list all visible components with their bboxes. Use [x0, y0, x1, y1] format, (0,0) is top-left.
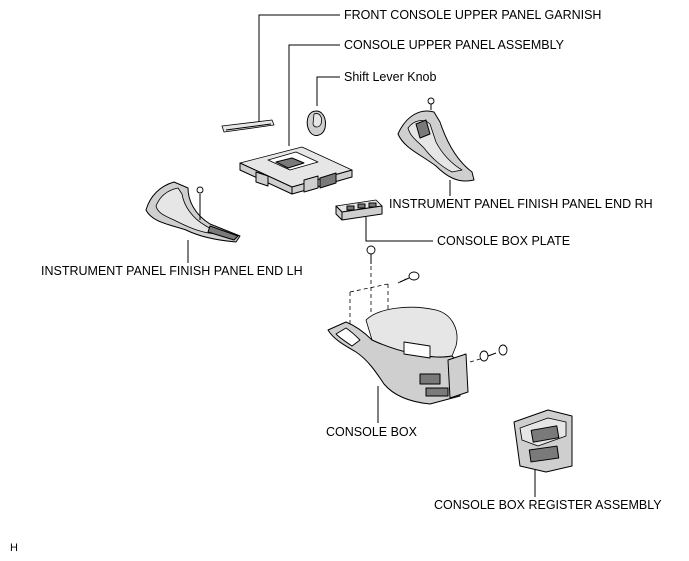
- label-front-console-upper-panel-garnish: FRONT CONSOLE UPPER PANEL GARNISH: [344, 8, 601, 22]
- corner-mark: H: [10, 542, 18, 554]
- leader-front-garnish: [258, 14, 340, 124]
- label-console-box-plate: CONSOLE BOX PLATE: [437, 234, 570, 248]
- console-bolt-top-part: [366, 245, 376, 264]
- leader-shift-knob: [316, 76, 340, 106]
- console-box-register-assembly-part: [513, 409, 573, 473]
- label-console-box-register-assembly: CONSOLE BOX REGISTER ASSEMBLY: [434, 498, 662, 512]
- label-shift-lever-knob: Shift Lever Knob: [344, 70, 436, 84]
- console-screw-right-part: [399, 271, 420, 283]
- console-screws-side-part: [479, 344, 508, 362]
- console-upper-panel-assembly-part: [239, 146, 353, 195]
- shift-lever-knob-part: [306, 110, 326, 136]
- leader-upper-panel: [288, 44, 340, 146]
- console-box-part: [327, 306, 469, 405]
- label-console-upper-panel-assembly: CONSOLE UPPER PANEL ASSEMBLY: [344, 38, 565, 52]
- instrument-panel-finish-panel-end-lh-part: [145, 181, 241, 243]
- leader-console-box-plate: [365, 217, 433, 242]
- instrument-panel-finish-panel-end-rh-part: [397, 97, 475, 182]
- console-box-plate-part: [335, 199, 383, 221]
- front-console-upper-panel-garnish-part: [221, 119, 275, 133]
- label-instrument-panel-finish-panel-end-rh: INSTRUMENT PANEL FINISH PANEL END RH: [389, 197, 653, 211]
- label-console-box: CONSOLE BOX: [326, 425, 418, 439]
- label-instrument-panel-finish-panel-end-lh: INSTRUMENT PANEL FINISH PANEL END LH: [41, 264, 303, 278]
